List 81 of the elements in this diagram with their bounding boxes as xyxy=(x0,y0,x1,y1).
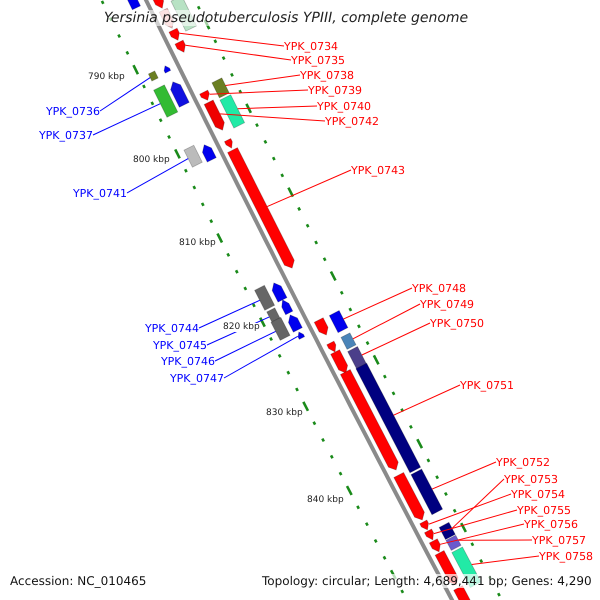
gene-label: YPK_0742 xyxy=(325,116,380,126)
leader-line xyxy=(432,462,496,490)
gene-block xyxy=(328,310,348,334)
gene-block xyxy=(410,468,444,516)
gene-label: YPK_0757 xyxy=(532,534,586,546)
gene-segment xyxy=(424,528,434,541)
leader-line xyxy=(352,304,420,340)
gene-label: YPK_0744 xyxy=(144,322,199,334)
gene-label: YPK_0740 xyxy=(317,100,372,112)
gene-label: YPK_0754 xyxy=(511,488,566,500)
gene-segment xyxy=(168,28,180,41)
gene-label: YPK_0735 xyxy=(291,54,346,66)
leader-line xyxy=(471,556,540,565)
scale-label: 790 kbp xyxy=(87,72,126,82)
gene-label: YPK_0747 xyxy=(170,372,224,384)
leader-line xyxy=(100,77,151,112)
gene-label: YPK_0751 xyxy=(460,380,514,390)
leader-line xyxy=(220,113,326,122)
gene-segment xyxy=(204,99,225,131)
gene-label: YPK_0746 xyxy=(160,356,215,366)
gene-label: YPK_0750 xyxy=(430,318,484,328)
gene-label: YPK_0734 xyxy=(284,40,338,52)
scale-label: 800 kbp xyxy=(132,156,171,164)
gene-label: YPK_0738 xyxy=(300,70,354,80)
gene-label: YPK_0739 xyxy=(308,84,362,96)
leader-line xyxy=(225,74,300,86)
leader-line xyxy=(237,106,318,110)
genome-summary-text: Topology: circular; Length: 4,689,441 bp; Genes: 4,290 xyxy=(260,574,594,588)
scale-label: 820 kbp xyxy=(222,322,261,332)
leader-line xyxy=(266,170,352,208)
gene-label: YPK_0758 xyxy=(539,550,594,562)
leader-line xyxy=(92,103,161,136)
leader-line xyxy=(214,330,276,362)
leader-line xyxy=(458,540,532,541)
leader-line xyxy=(433,510,518,534)
leader-line xyxy=(209,90,308,95)
leader-line xyxy=(342,288,412,320)
gene-block xyxy=(355,362,422,474)
gene-label: YPK_0737 xyxy=(38,130,93,140)
gene-segment xyxy=(227,147,295,269)
gene-label: YPK_0753 xyxy=(504,474,558,484)
gene-segment xyxy=(428,538,441,552)
gene-label: YPK_0752 xyxy=(496,456,550,468)
gene-block xyxy=(438,522,456,540)
gene-segment xyxy=(419,520,429,530)
leader-line xyxy=(452,478,504,529)
gene-label: YPK_0736 xyxy=(46,106,100,116)
gene-segment xyxy=(298,331,306,340)
gene-block xyxy=(219,94,246,129)
gene-block xyxy=(445,534,462,551)
gene-segment xyxy=(199,90,210,101)
leader-line xyxy=(428,494,512,525)
leader-line xyxy=(126,158,189,194)
gene-label: YPK_0755 xyxy=(517,504,572,516)
gene-block xyxy=(266,307,280,322)
gene-segment xyxy=(174,40,186,53)
gene-block xyxy=(183,144,203,168)
scale-label: 810 kbp xyxy=(178,238,217,248)
leader-line xyxy=(393,384,460,416)
gene-block xyxy=(340,332,357,350)
gene-label: YPK_0749 xyxy=(420,298,474,310)
leader-line xyxy=(185,44,292,60)
gene-label: YPK_0745 xyxy=(152,340,207,350)
scale-label: 840 kbp xyxy=(306,496,345,504)
gene-label: YPK_0743 xyxy=(351,164,406,176)
gene-label: YPK_0748 xyxy=(412,282,466,294)
scale-label: 830 kbp xyxy=(265,408,304,418)
leader-line xyxy=(361,322,430,356)
gene-block xyxy=(254,284,276,311)
gene-segment xyxy=(340,368,399,471)
accession-text: Accession: NC_010465 xyxy=(8,574,148,588)
leader-line xyxy=(224,336,298,378)
leader-line xyxy=(198,300,260,328)
gene-block xyxy=(148,70,159,82)
gene-block xyxy=(153,84,178,118)
leader-line xyxy=(179,32,284,46)
gene-block xyxy=(347,346,367,370)
gene-block xyxy=(211,77,230,98)
gene-label: YPK_0741 xyxy=(72,188,127,198)
gene-label: YPK_0756 xyxy=(524,518,578,530)
leader-line xyxy=(440,524,524,545)
